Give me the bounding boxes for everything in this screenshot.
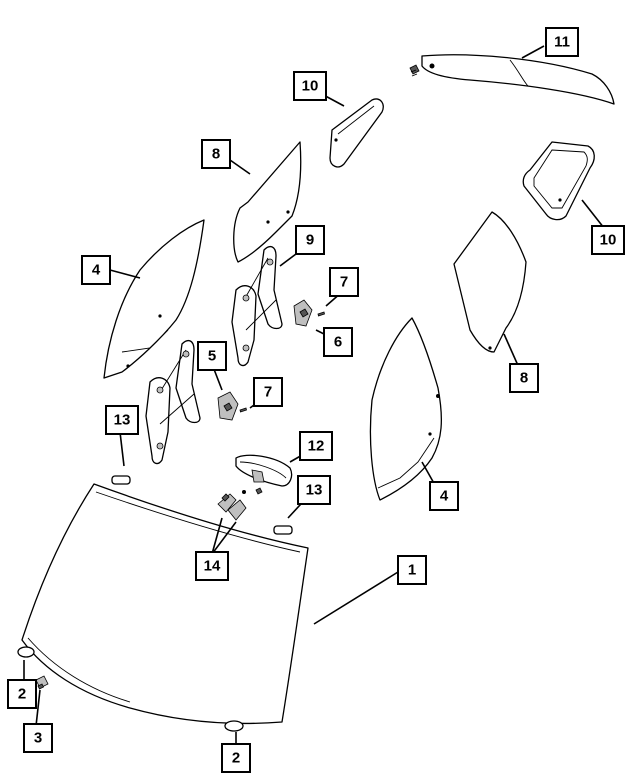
callout-6: 6 <box>323 327 353 357</box>
rearview-mirror <box>235 454 293 495</box>
svg-text:10: 10 <box>302 78 319 95</box>
svg-text:8: 8 <box>520 370 528 387</box>
callout-7: 7 <box>329 267 359 297</box>
svg-text:5: 5 <box>208 348 216 365</box>
front-door-glass-left <box>103 219 205 379</box>
svg-text:7: 7 <box>264 384 272 401</box>
regulator-motor-upper <box>293 299 313 327</box>
callout-14: 14 <box>195 551 229 581</box>
quarter-glass-upper <box>329 98 384 168</box>
svg-text:9: 9 <box>306 232 314 249</box>
callout-2: 2 <box>7 679 37 709</box>
svg-text:3: 3 <box>34 730 42 747</box>
callout-2: 2 <box>221 743 251 773</box>
callout-8: 8 <box>201 139 231 169</box>
svg-text:13: 13 <box>114 412 131 429</box>
windshield-glass <box>21 483 309 725</box>
callout-8: 8 <box>509 363 539 393</box>
callout-9: 9 <box>295 225 325 255</box>
rear-backlight-glass <box>421 54 615 105</box>
svg-text:7: 7 <box>340 274 348 291</box>
spacer-pad-left <box>111 475 131 485</box>
screw-upper <box>317 311 325 317</box>
callout-13: 13 <box>297 475 331 505</box>
callout-10: 10 <box>591 225 625 255</box>
callout-4: 4 <box>81 255 111 285</box>
window-regulator-lower <box>145 339 201 465</box>
callout-13: 13 <box>105 405 139 435</box>
rear-door-glass-right <box>453 211 527 353</box>
callout-4: 4 <box>429 481 459 511</box>
regulator-motor-lower <box>217 391 239 421</box>
spring-clip <box>409 64 420 77</box>
spacer-pad-right <box>273 525 293 535</box>
svg-text:11: 11 <box>554 34 570 51</box>
callout-10: 10 <box>293 71 327 101</box>
svg-text:10: 10 <box>600 232 617 249</box>
svg-text:2: 2 <box>18 686 26 703</box>
fastener <box>35 675 49 690</box>
svg-text:1: 1 <box>408 562 416 579</box>
callout-7: 7 <box>253 377 283 407</box>
front-door-glass-right <box>369 317 442 501</box>
callout-3: 3 <box>23 723 53 753</box>
svg-text:4: 4 <box>440 488 449 505</box>
mirror-bracket <box>217 490 247 521</box>
svg-text:14: 14 <box>204 558 221 575</box>
callout-5: 5 <box>197 341 227 371</box>
screw-lower <box>239 407 247 413</box>
svg-text:2: 2 <box>232 750 240 767</box>
callout-1: 1 <box>397 555 427 585</box>
svg-text:12: 12 <box>308 438 325 455</box>
svg-text:6: 6 <box>334 334 342 351</box>
rear-door-glass-left <box>233 141 302 263</box>
callout-12: 12 <box>299 431 333 461</box>
callout-11: 11 <box>545 27 579 57</box>
svg-text:4: 4 <box>92 262 101 279</box>
svg-text:8: 8 <box>212 146 220 163</box>
svg-text:13: 13 <box>306 482 323 499</box>
clip-bottom <box>224 720 244 732</box>
quarter-glass-framed <box>522 141 595 221</box>
clip-left <box>17 646 35 658</box>
window-regulator-upper <box>231 245 283 367</box>
